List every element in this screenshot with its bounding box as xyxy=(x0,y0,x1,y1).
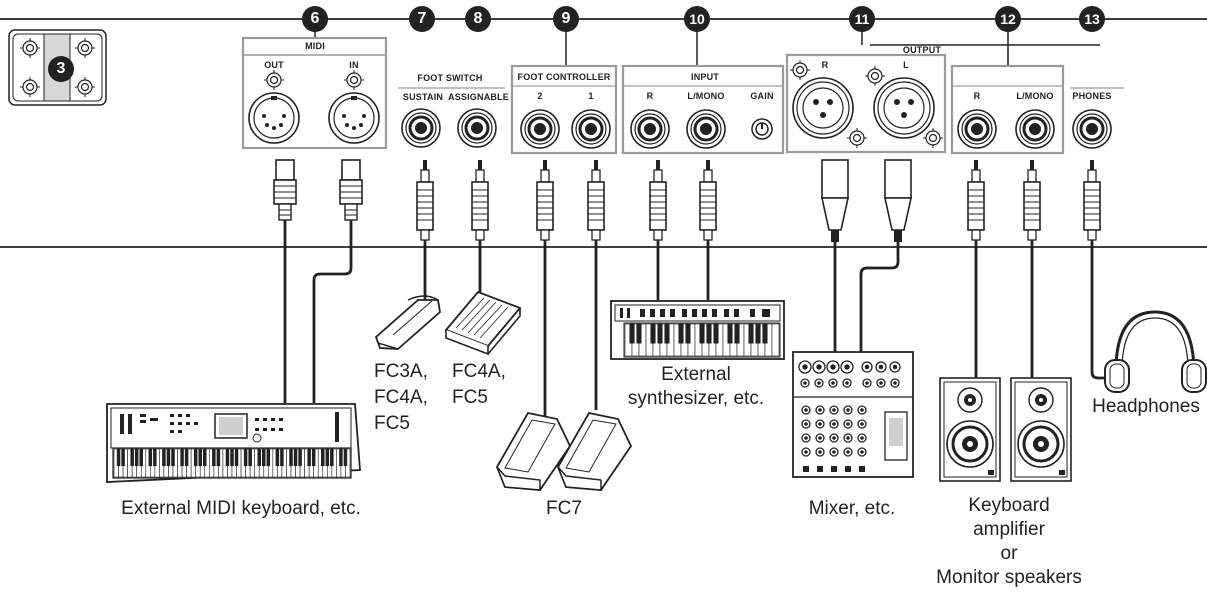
foot-controller-block xyxy=(510,64,618,155)
mixer-caption: Mixer, etc. xyxy=(808,498,896,519)
output-xlr-l-label: L xyxy=(903,60,909,70)
callout-13: 13 xyxy=(1079,6,1105,32)
cables xyxy=(283,220,1112,418)
fc4a-caption-line2: FC5 xyxy=(452,387,488,408)
foot-controller-label: FOOT CONTROLLER xyxy=(517,72,611,82)
input-lmono-label: L/MONO xyxy=(687,91,725,101)
footswitch-illustration xyxy=(444,290,522,356)
amp-caption-line3: or xyxy=(1000,543,1018,564)
amp-caption-line1: Keyboard xyxy=(968,495,1050,516)
callout-6: 6 xyxy=(302,6,328,32)
midi-block xyxy=(241,36,388,150)
callout-3: 3 xyxy=(48,56,74,82)
sustain-pedal-illustration xyxy=(374,295,441,350)
fc3a-caption-line2: FC4A, xyxy=(374,387,428,408)
output-xlr-r-label: R xyxy=(821,60,829,70)
foot-controller-1-label: 1 xyxy=(588,91,594,101)
sustain-label: SUSTAIN xyxy=(402,92,444,102)
headphones-illustration xyxy=(1104,310,1207,393)
input-label: INPUT xyxy=(691,72,719,82)
midi-in-label: IN xyxy=(349,60,359,70)
input-r-label: R xyxy=(646,91,654,101)
midi-keyboard-illustration xyxy=(106,403,361,483)
callout-9: 9 xyxy=(553,6,579,32)
monitor-speakers-illustration xyxy=(938,376,1073,483)
plugs xyxy=(273,159,1101,243)
callout-12: 12 xyxy=(995,6,1021,32)
output-label: OUTPUT xyxy=(902,45,942,55)
midi-out-label: OUT xyxy=(264,60,284,70)
phones-label: PHONES xyxy=(1072,91,1112,101)
output-lmono-label: L/MONO xyxy=(1016,91,1054,101)
synth-caption-line1: External xyxy=(661,364,731,385)
fc4a-caption-line1: FC4A, xyxy=(452,361,506,382)
assignable-label: ASSIGNABLE xyxy=(448,92,510,102)
fc7-pedals-illustration xyxy=(496,411,633,491)
phones-jack xyxy=(1070,87,1124,150)
callout-7: 7 xyxy=(409,6,435,32)
mixer-illustration xyxy=(792,351,914,478)
callout-11: 11 xyxy=(849,6,875,32)
midi-label: MIDI xyxy=(305,41,325,51)
amp-caption-line2: amplifier xyxy=(973,519,1045,540)
foot-controller-2-label: 2 xyxy=(537,91,543,101)
foot-switch-label: FOOT SWITCH xyxy=(417,73,483,83)
fc7-caption: FC7 xyxy=(546,498,582,519)
callout-8: 8 xyxy=(465,6,491,32)
fc3a-caption-line3: FC5 xyxy=(374,413,410,434)
synth-caption-line2: synthesizer, etc. xyxy=(627,388,765,409)
headphones-caption: Headphones xyxy=(1092,396,1200,417)
output-block xyxy=(785,44,1100,155)
synthesizer-illustration xyxy=(610,300,785,360)
input-block xyxy=(621,64,785,155)
midi-keyboard-caption: External MIDI keyboard, etc. xyxy=(121,498,361,519)
output-r-label: R xyxy=(973,91,981,101)
amp-caption-line4: Monitor speakers xyxy=(936,567,1082,588)
fc3a-caption-line1: FC3A, xyxy=(374,361,428,382)
foot-switch-jacks xyxy=(398,87,505,149)
callout-10: 10 xyxy=(684,6,710,32)
gain-label: GAIN xyxy=(750,91,774,101)
